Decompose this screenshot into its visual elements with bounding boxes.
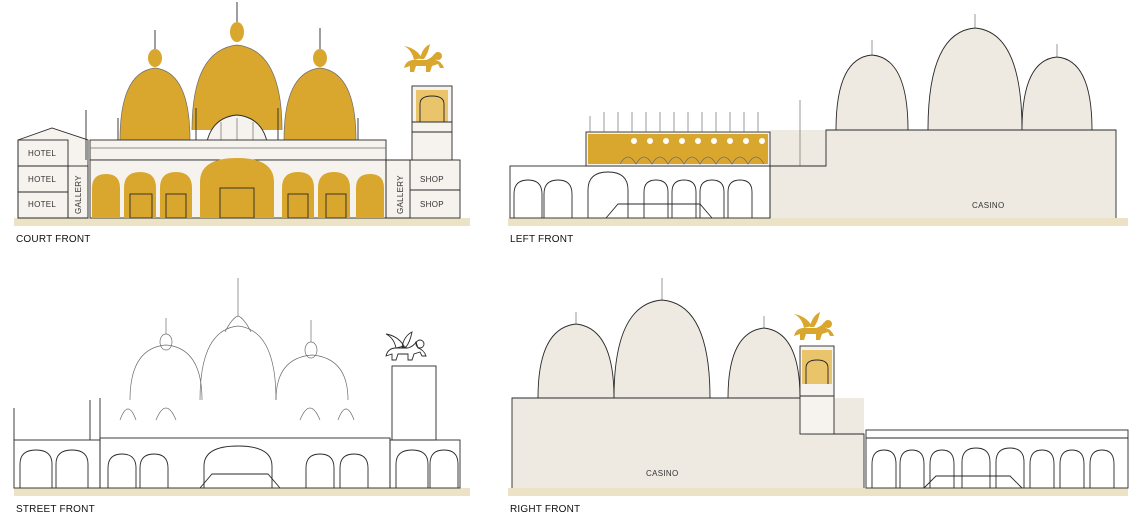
shop-label: SHOP <box>420 200 444 209</box>
hotel-block: HOTEL HOTEL HOTEL GALLERY <box>17 127 89 219</box>
winged-lion-icon <box>385 331 427 361</box>
elevation-title: COURT FRONT <box>16 234 91 245</box>
ground-strip <box>508 488 1128 496</box>
hotel-label: HOTEL <box>28 175 56 184</box>
shop-block: GALLERY SHOP SHOP <box>385 159 461 219</box>
hotel-label: HOTEL <box>28 149 56 158</box>
elevation-title: STREET FRONT <box>16 504 95 515</box>
gold-arcade <box>89 158 387 219</box>
gallery-label: GALLERY <box>74 175 83 214</box>
gold-domes <box>85 2 359 161</box>
casino-label: CASINO <box>972 201 1004 210</box>
winged-lion-icon <box>404 44 444 72</box>
hotel-label: HOTEL <box>28 200 56 209</box>
elevation-title: RIGHT FRONT <box>510 504 580 515</box>
ground-strip <box>14 488 470 496</box>
ground-strip <box>14 218 470 226</box>
street-front-elevation: STREET FRONT <box>13 278 470 515</box>
shop-label: SHOP <box>420 175 444 184</box>
winged-lion-icon <box>794 312 834 340</box>
court-front-elevation: HOTEL HOTEL HOTEL GALLERY <box>14 2 470 245</box>
campanile-tower <box>404 44 453 161</box>
ground-strip <box>508 218 1128 226</box>
casino-label: CASINO <box>646 469 678 478</box>
right-front-elevation: CASINO RIGHT FRONT <box>508 278 1129 515</box>
elevation-title: LEFT FRONT <box>510 234 573 245</box>
gallery-label: GALLERY <box>396 175 405 214</box>
left-front-elevation: CASINO LEFT FRONT <box>508 14 1128 245</box>
